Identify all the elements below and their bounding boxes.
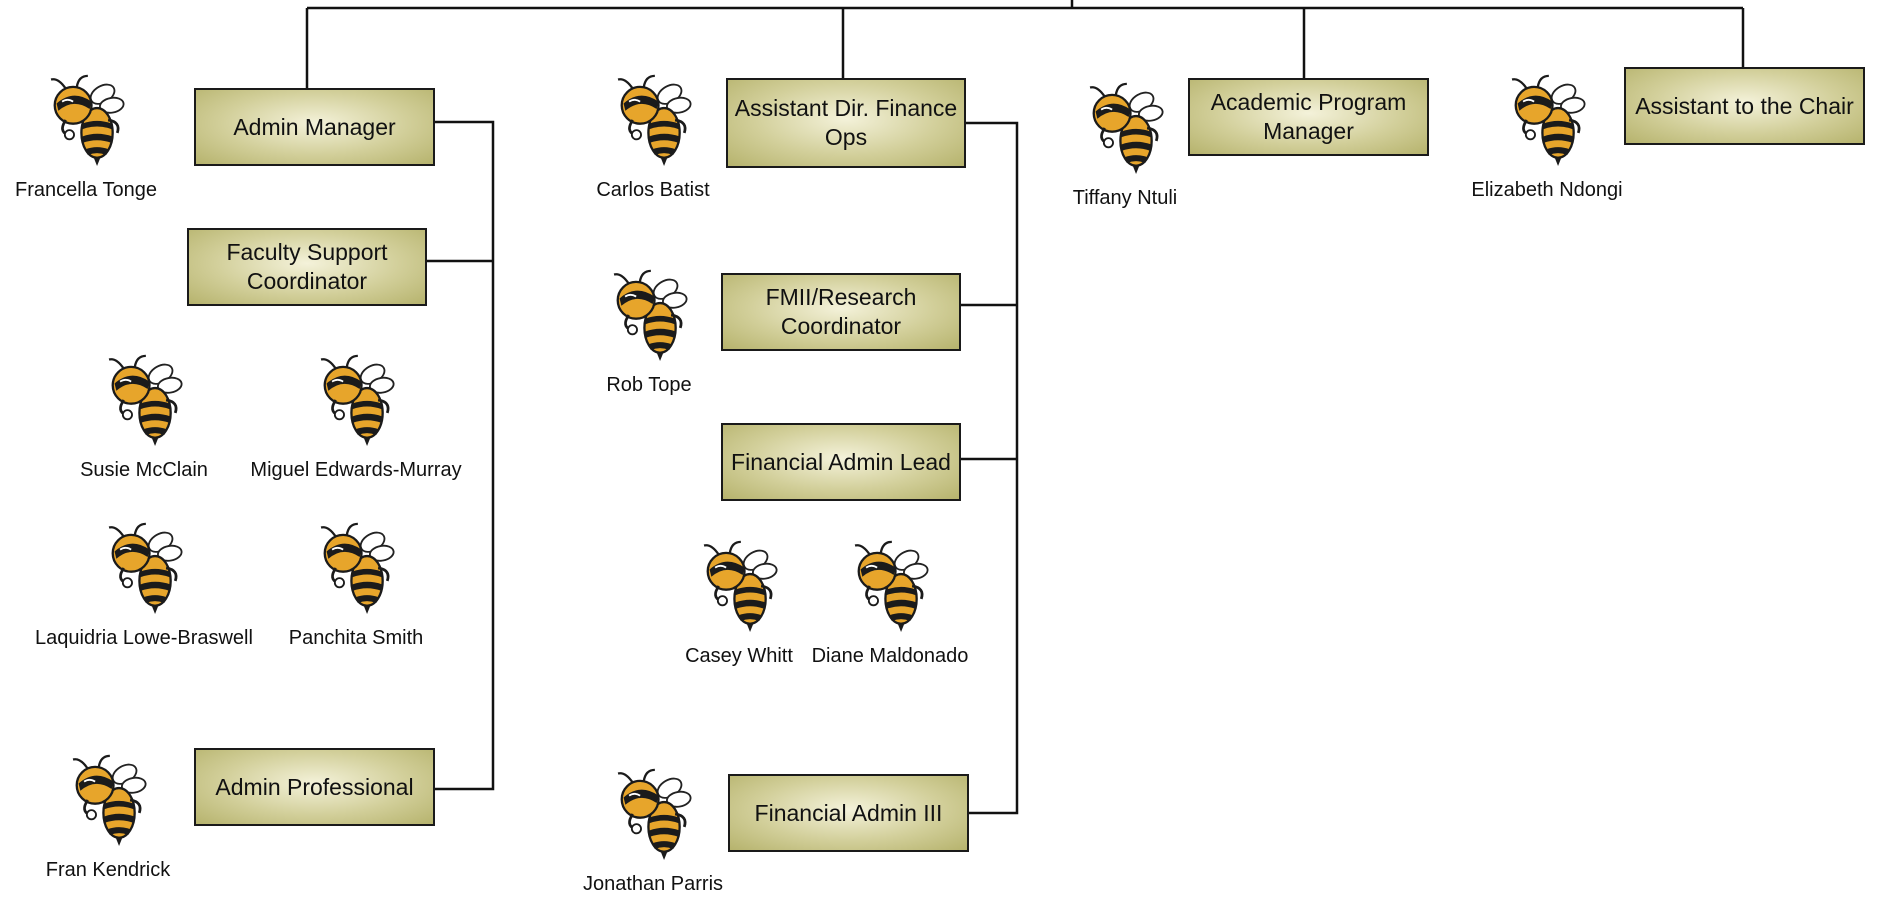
person-name: Casey Whitt — [685, 645, 793, 667]
person-name: Susie McClain — [80, 459, 208, 481]
person-rob-tope: Rob Tope — [519, 267, 779, 397]
role-financial-admin-iii: Financial Admin III — [728, 774, 969, 852]
yellow-jacket-mascot-icon — [49, 74, 127, 168]
person-name: Rob Tope — [606, 374, 692, 396]
person-casey-whitt: Casey Whitt — [609, 538, 869, 668]
person-diane-maldonado: Diane Maldonado — [760, 538, 1020, 668]
yellow-jacket-mascot-icon — [612, 269, 690, 363]
role-assistant-to-the-chair: Assistant to the Chair — [1624, 67, 1865, 145]
person-name: Fran Kendrick — [45, 859, 171, 881]
role-admin-manager: Admin Manager — [194, 88, 435, 166]
yellow-jacket-mascot-icon — [1510, 74, 1588, 168]
role-academic-program-manager: Academic Program Manager — [1188, 78, 1429, 156]
person-name: Tiffany Ntuli — [1072, 187, 1178, 209]
person-name: Carlos Batist — [596, 179, 710, 201]
person-miguel-edwards-murray: Miguel Edwards-Murray — [226, 352, 486, 482]
yellow-jacket-mascot-icon — [319, 522, 397, 616]
yellow-jacket-mascot-icon — [107, 522, 185, 616]
yellow-jacket-mascot-icon — [853, 540, 931, 634]
person-elizabeth-ndongi: Elizabeth Ndongi — [1417, 72, 1677, 202]
yellow-jacket-mascot-icon — [319, 354, 397, 448]
person-carlos-batist: Carlos Batist — [523, 72, 783, 202]
person-name: Jonathan Parris — [582, 873, 724, 895]
yellow-jacket-mascot-icon — [71, 754, 149, 848]
person-laquidria-lowe-braswell: Laquidria Lowe-Braswell — [14, 520, 274, 650]
person-name: Diane Maldonado — [811, 645, 969, 667]
role-fmii-research-coordinator: FMII/Research Coordinator — [721, 273, 961, 351]
person-name: Panchita Smith — [288, 627, 424, 649]
role-faculty-support-coordinator: Faculty Support Coordinator — [187, 228, 427, 306]
person-jonathan-parris: Jonathan Parris — [523, 766, 783, 896]
role-assistant-dir-finance-ops: Assistant Dir. Finance Ops — [726, 78, 966, 168]
person-tiffany-ntuli: Tiffany Ntuli — [995, 80, 1255, 210]
yellow-jacket-mascot-icon — [107, 354, 185, 448]
yellow-jacket-mascot-icon — [1088, 82, 1166, 176]
yellow-jacket-mascot-icon — [616, 74, 694, 168]
person-name: Laquidria Lowe-Braswell — [35, 627, 253, 649]
person-susie-mcclain: Susie McClain — [14, 352, 274, 482]
role-admin-professional: Admin Professional — [194, 748, 435, 826]
person-francella-tonge: Francella Tonge — [0, 72, 216, 202]
yellow-jacket-mascot-icon — [616, 768, 694, 862]
person-name: Miguel Edwards-Murray — [250, 459, 462, 481]
person-name: Francella Tonge — [15, 179, 157, 201]
person-panchita-smith: Panchita Smith — [226, 520, 486, 650]
person-name: Elizabeth Ndongi — [1471, 179, 1623, 201]
role-financial-admin-lead: Financial Admin Lead — [721, 423, 961, 501]
person-fran-kendrick: Fran Kendrick — [0, 752, 238, 882]
